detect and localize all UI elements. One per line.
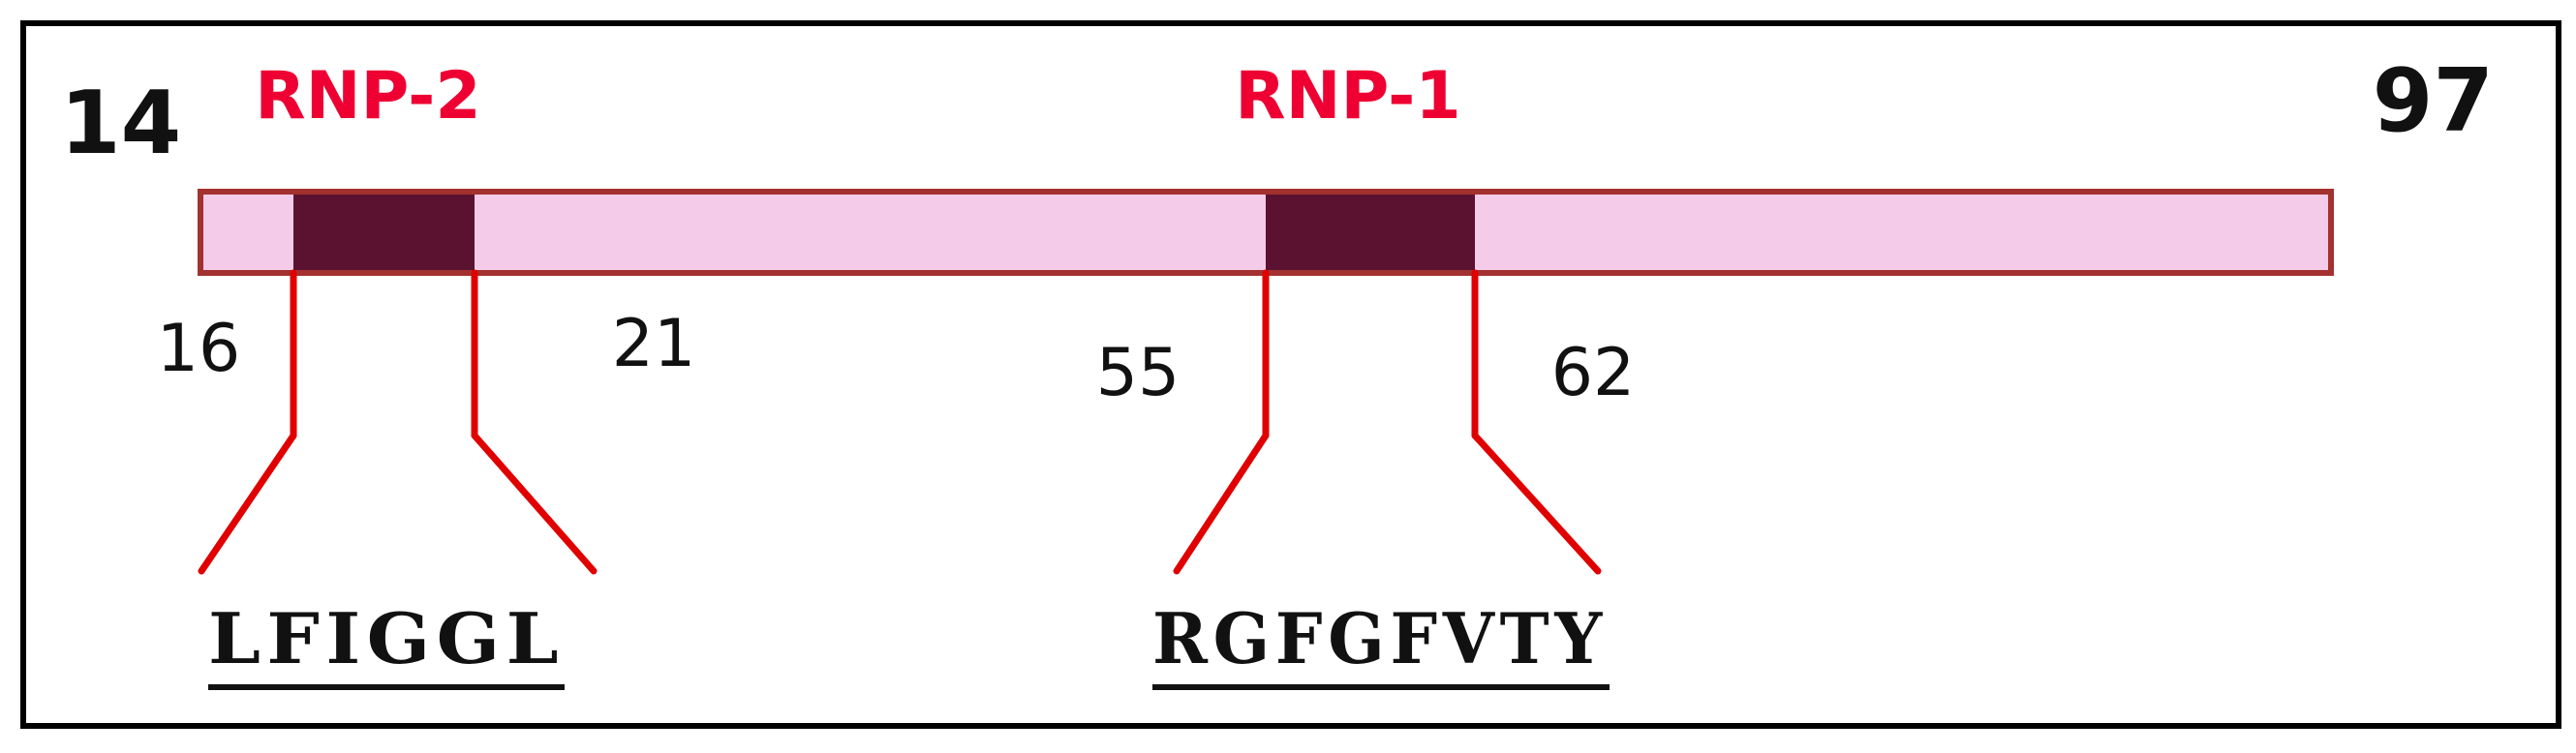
motif-end-label: 62 <box>1551 335 1636 411</box>
connector-left-diagonal <box>1173 432 1270 575</box>
motif-name-label: RNP-2 <box>255 58 480 135</box>
start-position-label: 14 <box>60 73 181 174</box>
connector-right-diagonal <box>471 432 598 575</box>
motif-connector <box>1173 269 1602 575</box>
diagram-frame <box>20 20 2561 729</box>
motif-sequence: LFIGGL <box>208 597 565 679</box>
motif-sequence: RGFGFVTY <box>1152 597 1608 679</box>
motif-start-label: 16 <box>157 311 241 387</box>
motif-connector <box>198 269 598 575</box>
motif-start-label: 55 <box>1096 335 1181 411</box>
motif-rnp-2: RNP-2 16 21 LFIGGL <box>157 58 696 690</box>
motif-name-label: RNP-1 <box>1235 58 1460 135</box>
motif-block <box>293 195 475 270</box>
motif-block <box>1266 195 1475 270</box>
connector-left-diagonal <box>198 432 297 575</box>
connector-right-diagonal <box>1471 432 1602 575</box>
motif-end-label: 21 <box>612 306 696 382</box>
end-position-label: 97 <box>2373 50 2494 152</box>
motif-rnp-1: RNP-1 55 62 RGFGFVTY <box>1096 58 1636 690</box>
